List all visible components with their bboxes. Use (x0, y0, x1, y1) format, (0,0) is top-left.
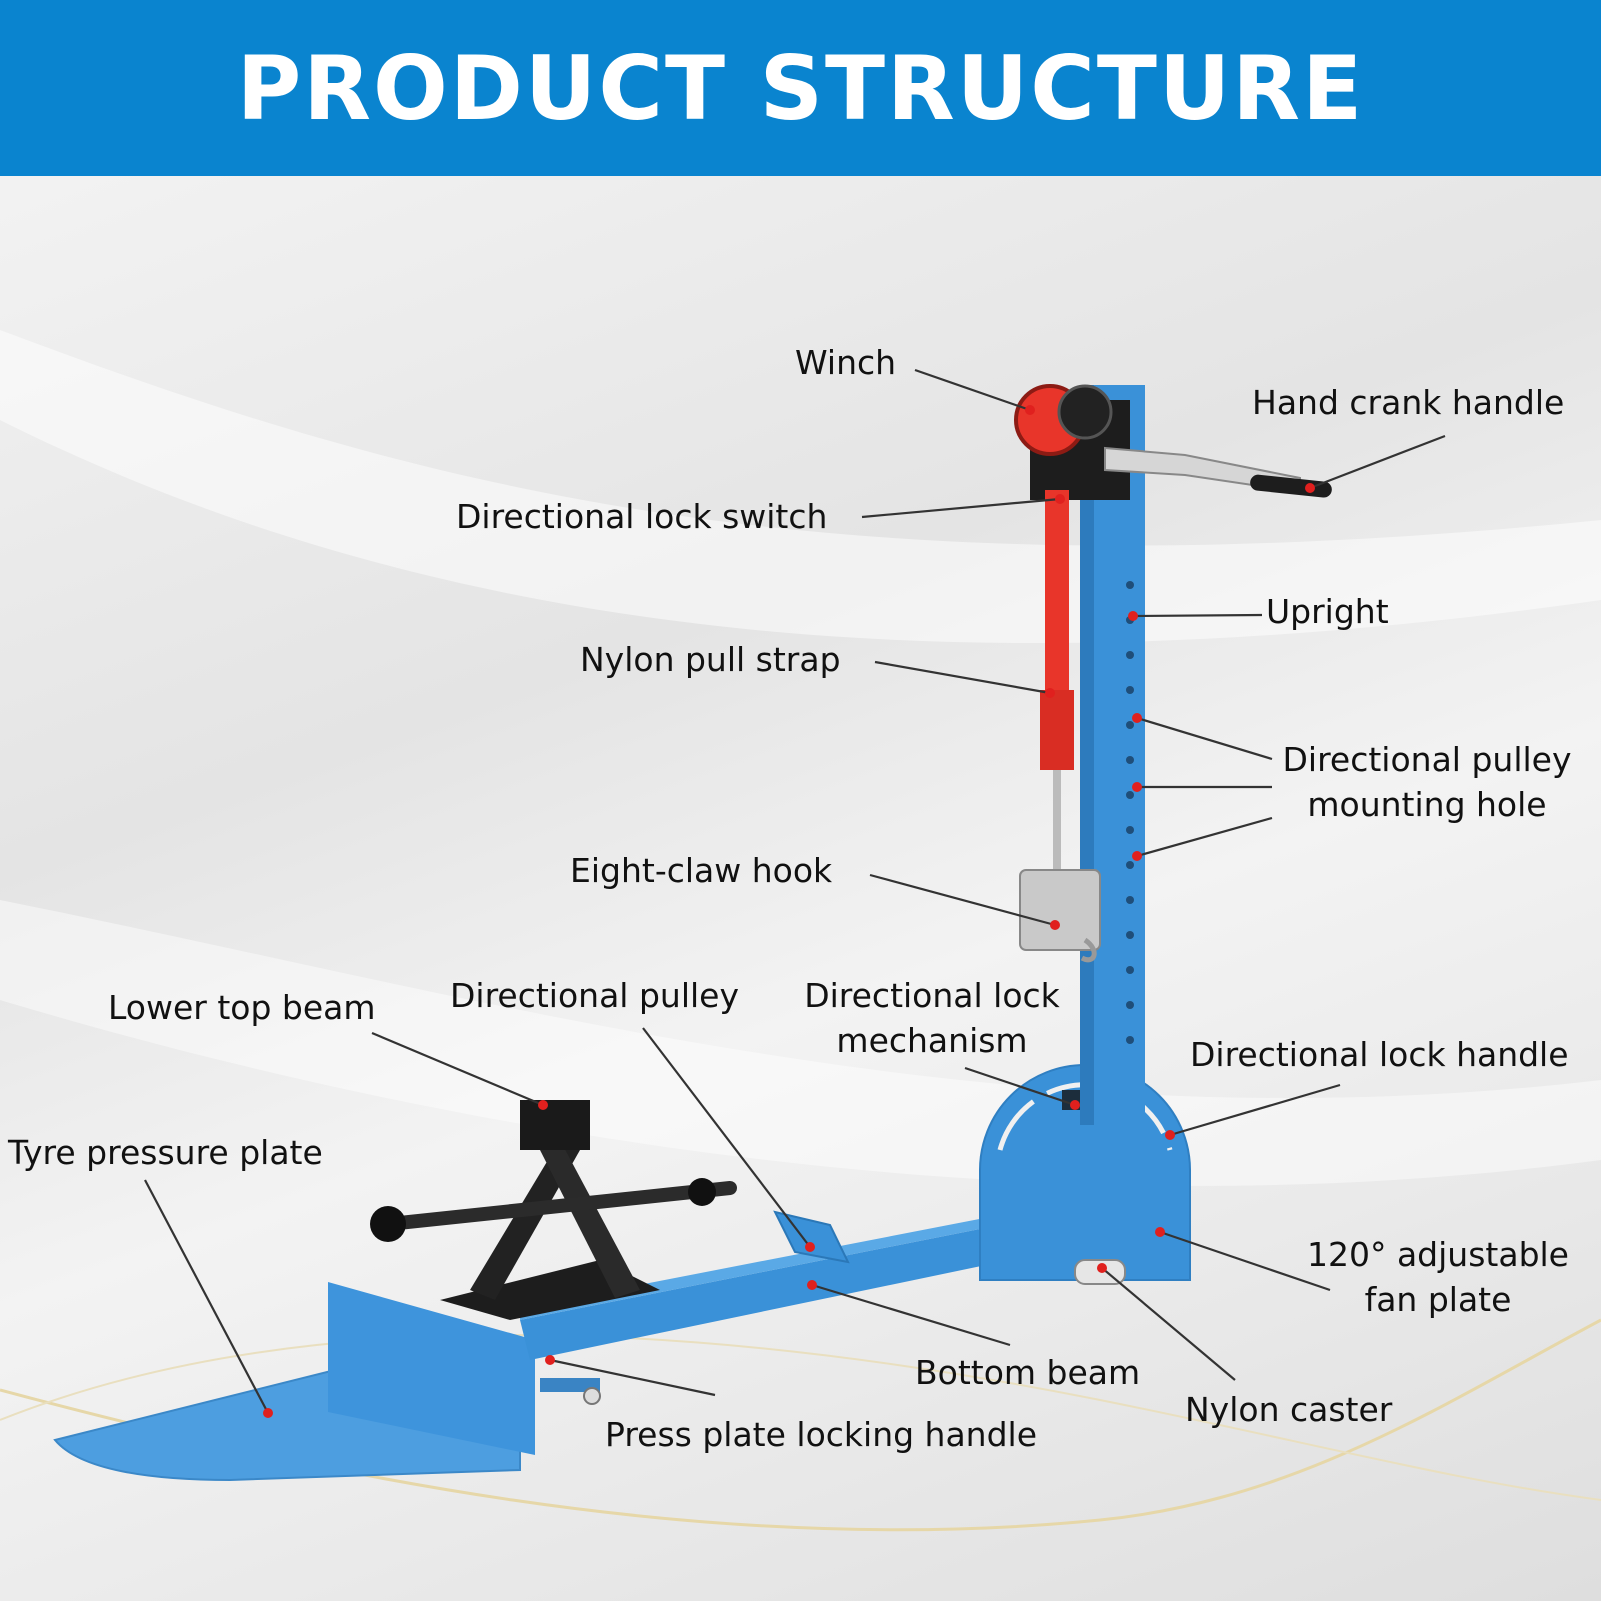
leader-line (811, 1283, 1011, 1347)
label-line-2: mounting hole (1307, 785, 1547, 824)
label-line-1: 120° adjustable (1306, 1235, 1569, 1274)
jack-arm (540, 1140, 640, 1298)
bg-swoosh (0, 900, 1601, 1186)
marker-dot (1155, 1227, 1165, 1237)
winch-gear (1057, 384, 1113, 440)
label-line-1: Directional pulley (1282, 740, 1572, 779)
label-nylon-caster: Nylon caster (1185, 1390, 1393, 1429)
label-lower-top-beam: Lower top beam (108, 988, 376, 1027)
bg-gold-line (0, 1334, 1601, 1501)
marker-dot (263, 1408, 273, 1418)
jack-end (688, 1178, 716, 1206)
leader-line (869, 873, 1056, 927)
leader-line (371, 1031, 544, 1107)
jack-saddle (520, 1100, 590, 1150)
label-bottom-beam: Bottom beam (915, 1353, 1141, 1392)
hook-body (1019, 869, 1101, 951)
mounting-hole (1126, 1001, 1134, 1009)
bg-swoosh (0, 330, 1601, 644)
mounting-hole (1126, 896, 1134, 904)
leader-line (1136, 716, 1273, 761)
label-press-plate-locking-handle: Press plate locking handle (605, 1415, 1038, 1454)
mounting-hole (1126, 1036, 1134, 1044)
mounting-hole (1126, 931, 1134, 939)
mounting-hole (1126, 861, 1134, 869)
mounting-hole (1126, 581, 1134, 589)
label-line-1: Directional lock (804, 976, 1060, 1015)
label-directional-lock-switch: Directional lock switch (456, 497, 828, 536)
leader-line (1159, 1230, 1331, 1292)
leader-line (1169, 1083, 1341, 1137)
marker-dot (1025, 405, 1035, 415)
marker-dot (1132, 713, 1142, 723)
marker-dot (1128, 611, 1138, 621)
label-directional-pulley: Directional pulley (450, 976, 739, 1015)
label-hand-crank-handle: Hand crank handle (1252, 383, 1565, 422)
leader-line (549, 1358, 716, 1397)
marker-dot (1055, 494, 1065, 504)
leader-line (1309, 434, 1446, 490)
marker-dot (1132, 851, 1142, 861)
press-plate-lock-knob (583, 1387, 601, 1405)
bottom-beam-part (520, 1225, 1010, 1360)
marker-dot (1132, 782, 1142, 792)
marker-dot (538, 1100, 548, 1110)
mounting-hole (1126, 686, 1134, 694)
mounting-hole (1126, 791, 1134, 799)
mounting-hole (1126, 756, 1134, 764)
label-upright: Upright (1266, 592, 1389, 631)
label-line-2: fan plate (1364, 1280, 1512, 1319)
marker-dot (1045, 688, 1055, 698)
jack-screw (373, 1181, 737, 1232)
directional-pulley-part (773, 1210, 850, 1264)
label-line-2: mechanism (836, 1021, 1028, 1060)
marker-dot (545, 1355, 555, 1365)
jack-end (370, 1206, 406, 1242)
leader-line (861, 497, 1061, 519)
label-nylon-pull-strap: Nylon pull strap (580, 640, 841, 679)
marker-dot (1097, 1263, 1107, 1273)
label-directional-pulley-mounting-hole: Directional pulley mounting hole (1262, 737, 1592, 827)
leader-line (874, 660, 1051, 695)
leader-line (1136, 816, 1273, 858)
mounting-hole (1126, 721, 1134, 729)
jack-arm (470, 1140, 580, 1300)
label-adjustable-fan-plate: 120° adjustable fan plate (1298, 1232, 1578, 1322)
marker-dot (805, 1242, 815, 1252)
mounting-hole (1126, 826, 1134, 834)
marker-dot (1165, 1130, 1175, 1140)
leader-line (964, 1066, 1076, 1107)
leader-line (914, 368, 1031, 412)
page-title: PRODUCT STRUCTURE (236, 36, 1365, 140)
hook-tip (1080, 937, 1097, 963)
mounting-hole (1126, 651, 1134, 659)
marker-dot (1050, 920, 1060, 930)
marker-dot (1305, 483, 1315, 493)
mounting-hole (1126, 966, 1134, 974)
label-tyre-pressure-plate: Tyre pressure plate (8, 1133, 323, 1172)
marker-dot (807, 1280, 817, 1290)
marker-dot (1070, 1100, 1080, 1110)
strap-loop (1040, 690, 1074, 770)
header-banner: PRODUCT STRUCTURE (0, 0, 1601, 176)
leader-line (144, 1179, 269, 1414)
press-plate-lock-part (540, 1378, 600, 1392)
label-eight-claw-hook: Eight-claw hook (570, 851, 833, 890)
label-directional-lock-handle: Directional lock handle (1190, 1035, 1569, 1074)
leader-line (1101, 1267, 1236, 1381)
leader-line (642, 1027, 811, 1248)
press-plate-part (328, 1282, 535, 1455)
label-directional-lock-mechanism: Directional lock mechanism (782, 973, 1082, 1063)
label-winch: Winch (795, 343, 897, 382)
leader-line (1132, 613, 1263, 618)
